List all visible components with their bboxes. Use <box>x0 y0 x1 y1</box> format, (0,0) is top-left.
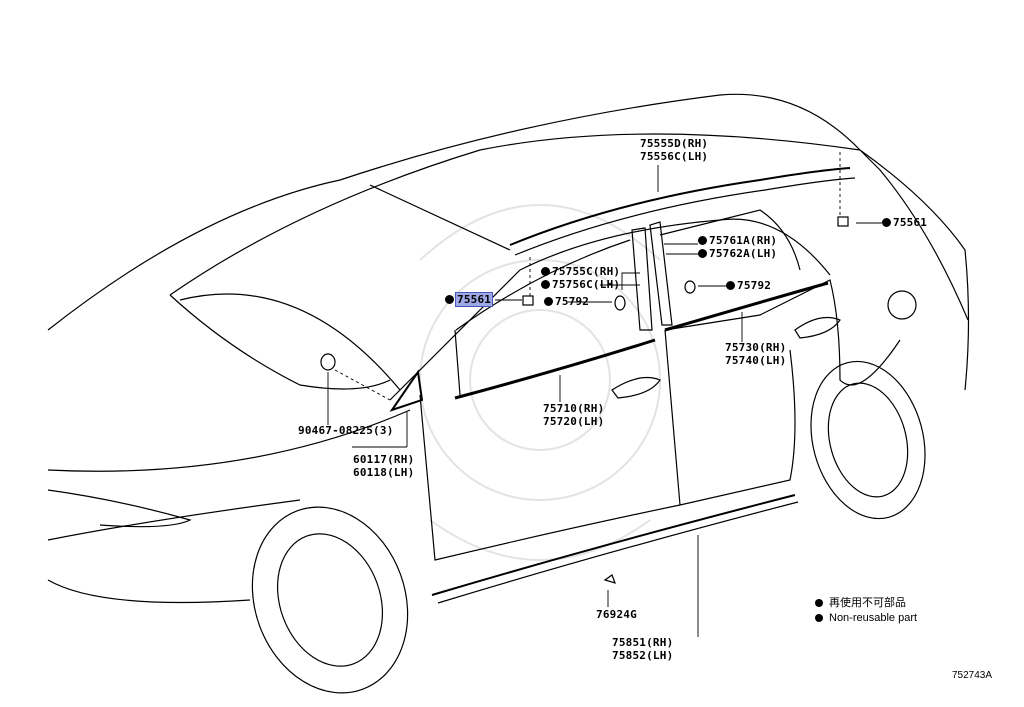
part-label-75556c: 75556C(LH) <box>640 150 709 163</box>
part-label-75555d: 75555D(RH) <box>640 137 709 150</box>
part-number: 75792 <box>555 295 590 308</box>
diagram-code: 752743A <box>952 670 993 681</box>
car-body <box>47 93 970 694</box>
part-label-75792-left: 75792 <box>544 296 589 308</box>
part-label-75761a: 75761A(RH) <box>698 235 777 247</box>
part-number: 75761A(RH) <box>709 234 778 247</box>
part-label-75710: 75710(RH) <box>543 402 605 415</box>
non-reusable-dot-icon <box>815 614 823 622</box>
part-label-75740: 75740(LH) <box>725 354 787 367</box>
part-label-75730: 75730(RH) <box>725 341 787 354</box>
non-reusable-dot-icon <box>544 297 553 306</box>
part-number: 75792 <box>737 279 772 292</box>
part-label-75851: 75851(RH) <box>612 636 674 649</box>
non-reusable-dot-icon <box>698 236 707 245</box>
legend-text: Non-reusable part <box>829 612 918 624</box>
part-label-75762a: 75762A(LH) <box>698 248 777 260</box>
legend-row-en: Non-reusable part <box>815 611 917 626</box>
watermark <box>419 204 661 561</box>
part-label-75755c: 75755C(RH) <box>541 266 620 278</box>
non-reusable-dot-icon <box>698 249 707 258</box>
part-label-75720: 75720(LH) <box>543 415 605 428</box>
non-reusable-dot-icon <box>882 218 891 227</box>
non-reusable-dot-icon <box>815 599 823 607</box>
non-reusable-dot-icon <box>541 267 550 276</box>
non-reusable-dot-icon <box>541 280 550 289</box>
legend: 再使用不可部品 Non-reusable part <box>815 596 917 626</box>
clips <box>320 216 849 584</box>
part-label-75561-left[interactable]: 75561 <box>445 292 494 307</box>
part-label-75756c: 75756C(LH) <box>541 279 620 291</box>
part-label-90467: 90467-08225(3) <box>298 424 394 437</box>
part-number: 75755C(RH) <box>552 265 621 278</box>
legend-text: 再使用不可部品 <box>829 597 906 609</box>
non-reusable-dot-icon <box>726 281 735 290</box>
non-reusable-dot-icon <box>445 295 454 304</box>
part-label-60117: 60117(RH) <box>353 453 415 466</box>
leader-lines <box>327 150 882 637</box>
part-label-75561-right: 75561 <box>882 217 927 229</box>
legend-row-jp: 再使用不可部品 <box>815 596 917 611</box>
part-label-75852: 75852(LH) <box>612 649 674 662</box>
part-number: 75561 <box>893 216 928 229</box>
part-label-76924g: 76924G <box>596 608 637 621</box>
part-number: 75762A(LH) <box>709 247 778 260</box>
part-number: 75756C(LH) <box>552 278 621 291</box>
part-label-60118: 60118(LH) <box>353 466 415 479</box>
part-label-75792-right: 75792 <box>726 280 771 292</box>
highlighted-part-number[interactable]: 75561 <box>454 292 494 307</box>
